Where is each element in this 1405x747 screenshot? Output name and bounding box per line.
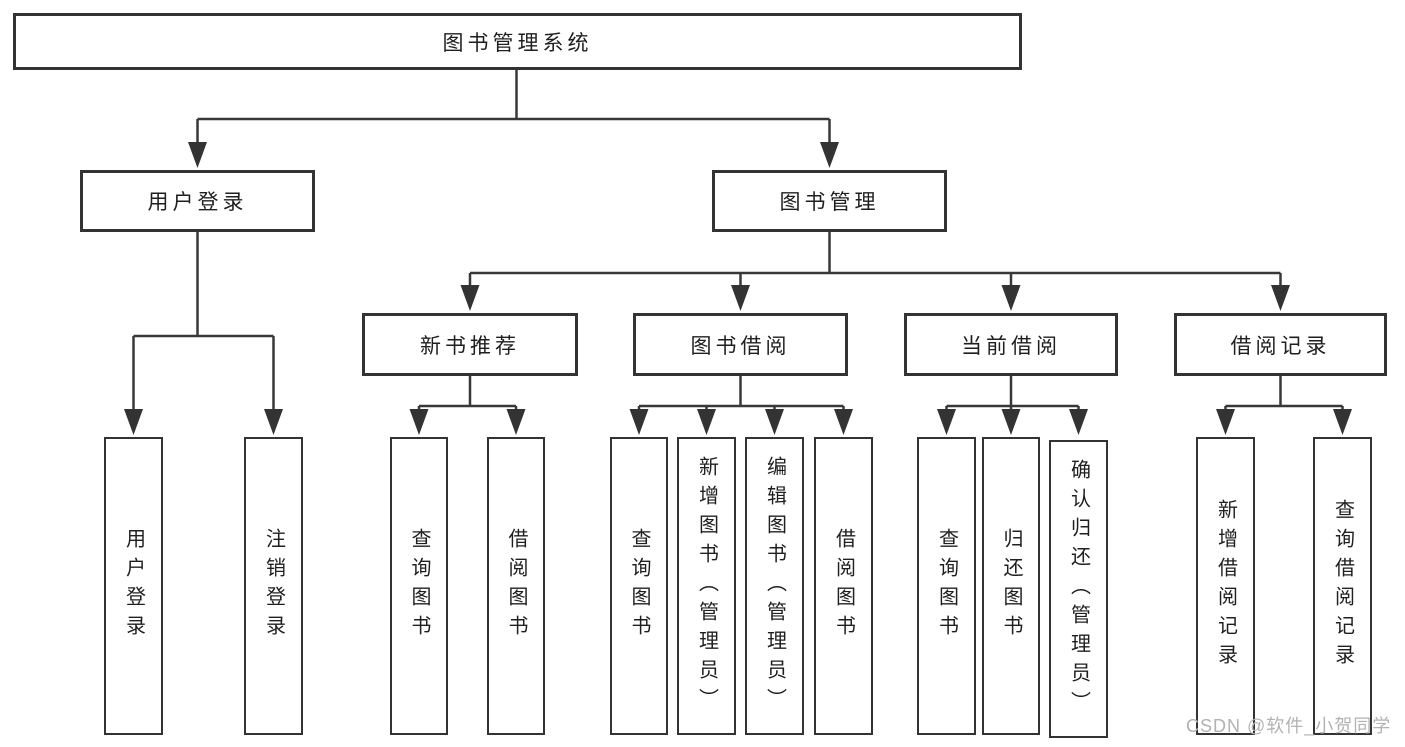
leaf-add-books-admin: 新增图书（管理员） [677,437,736,735]
arrow-icon [506,409,526,435]
leaf-query-books-recommend: 查询图书 [390,437,448,735]
arrow-icon [937,409,956,435]
connector-current-borrowing-children [945,376,1080,412]
arrow-icon [765,409,784,435]
arrow-icon [264,409,283,435]
leaf-query-books-current: 查询图书 [917,437,976,735]
arrow-icon [124,409,143,435]
node-root: 图书管理系统 [13,13,1022,70]
leaf-query-books-borrowing: 查询图书 [610,437,668,735]
connector-new-book-children [417,376,518,412]
node-book-borrowing: 图书借阅 [633,313,848,376]
arrow-icon [629,409,649,435]
arrow-icon [1001,285,1021,311]
connector-book-borrowing-children [637,376,845,412]
node-book-management: 图书管理 [712,170,947,232]
arrow-icon [1001,409,1021,435]
connector-borrowing-records-children [1224,376,1344,412]
leaf-logout: 注销登录 [244,437,303,735]
arrow-icon [820,142,839,168]
node-current-borrowing: 当前借阅 [904,313,1118,376]
leaf-borrow-books-borrowing: 借阅图书 [814,437,873,735]
leaf-return-books: 归还图书 [982,437,1040,735]
leaf-user-login: 用户登录 [104,437,163,735]
csdn-watermark: CSDN @软件_小贺同学 [1186,716,1392,736]
leaf-confirm-return-admin: 确认归还（管理员） [1049,440,1108,738]
arrow-icon [1069,409,1088,435]
leaf-borrow-books-recommend: 借阅图书 [487,437,545,735]
connector-root-to-level2 [196,70,831,146]
connector-book-management-children [468,232,1282,289]
arrow-icon [834,409,853,435]
arrow-icon [188,142,207,168]
arrow-icon [1216,409,1235,435]
node-user-login: 用户登录 [80,170,315,232]
node-borrowing-records: 借阅记录 [1174,313,1387,376]
arrow-icon [460,285,480,311]
arrow-icon [697,409,716,435]
arrow-icon [1271,285,1290,311]
leaf-query-borrow-record: 查询借阅记录 [1313,437,1372,735]
arrowheads [124,142,1352,435]
node-new-book-recommend: 新书推荐 [362,313,578,376]
connector-user-login-children [132,232,275,412]
arrow-icon [731,285,750,311]
arrow-icon [409,409,429,435]
arrow-icon [1333,409,1352,435]
leaf-add-borrow-record: 新增借阅记录 [1196,437,1255,735]
leaf-edit-books-admin: 编辑图书（管理员） [745,437,804,735]
